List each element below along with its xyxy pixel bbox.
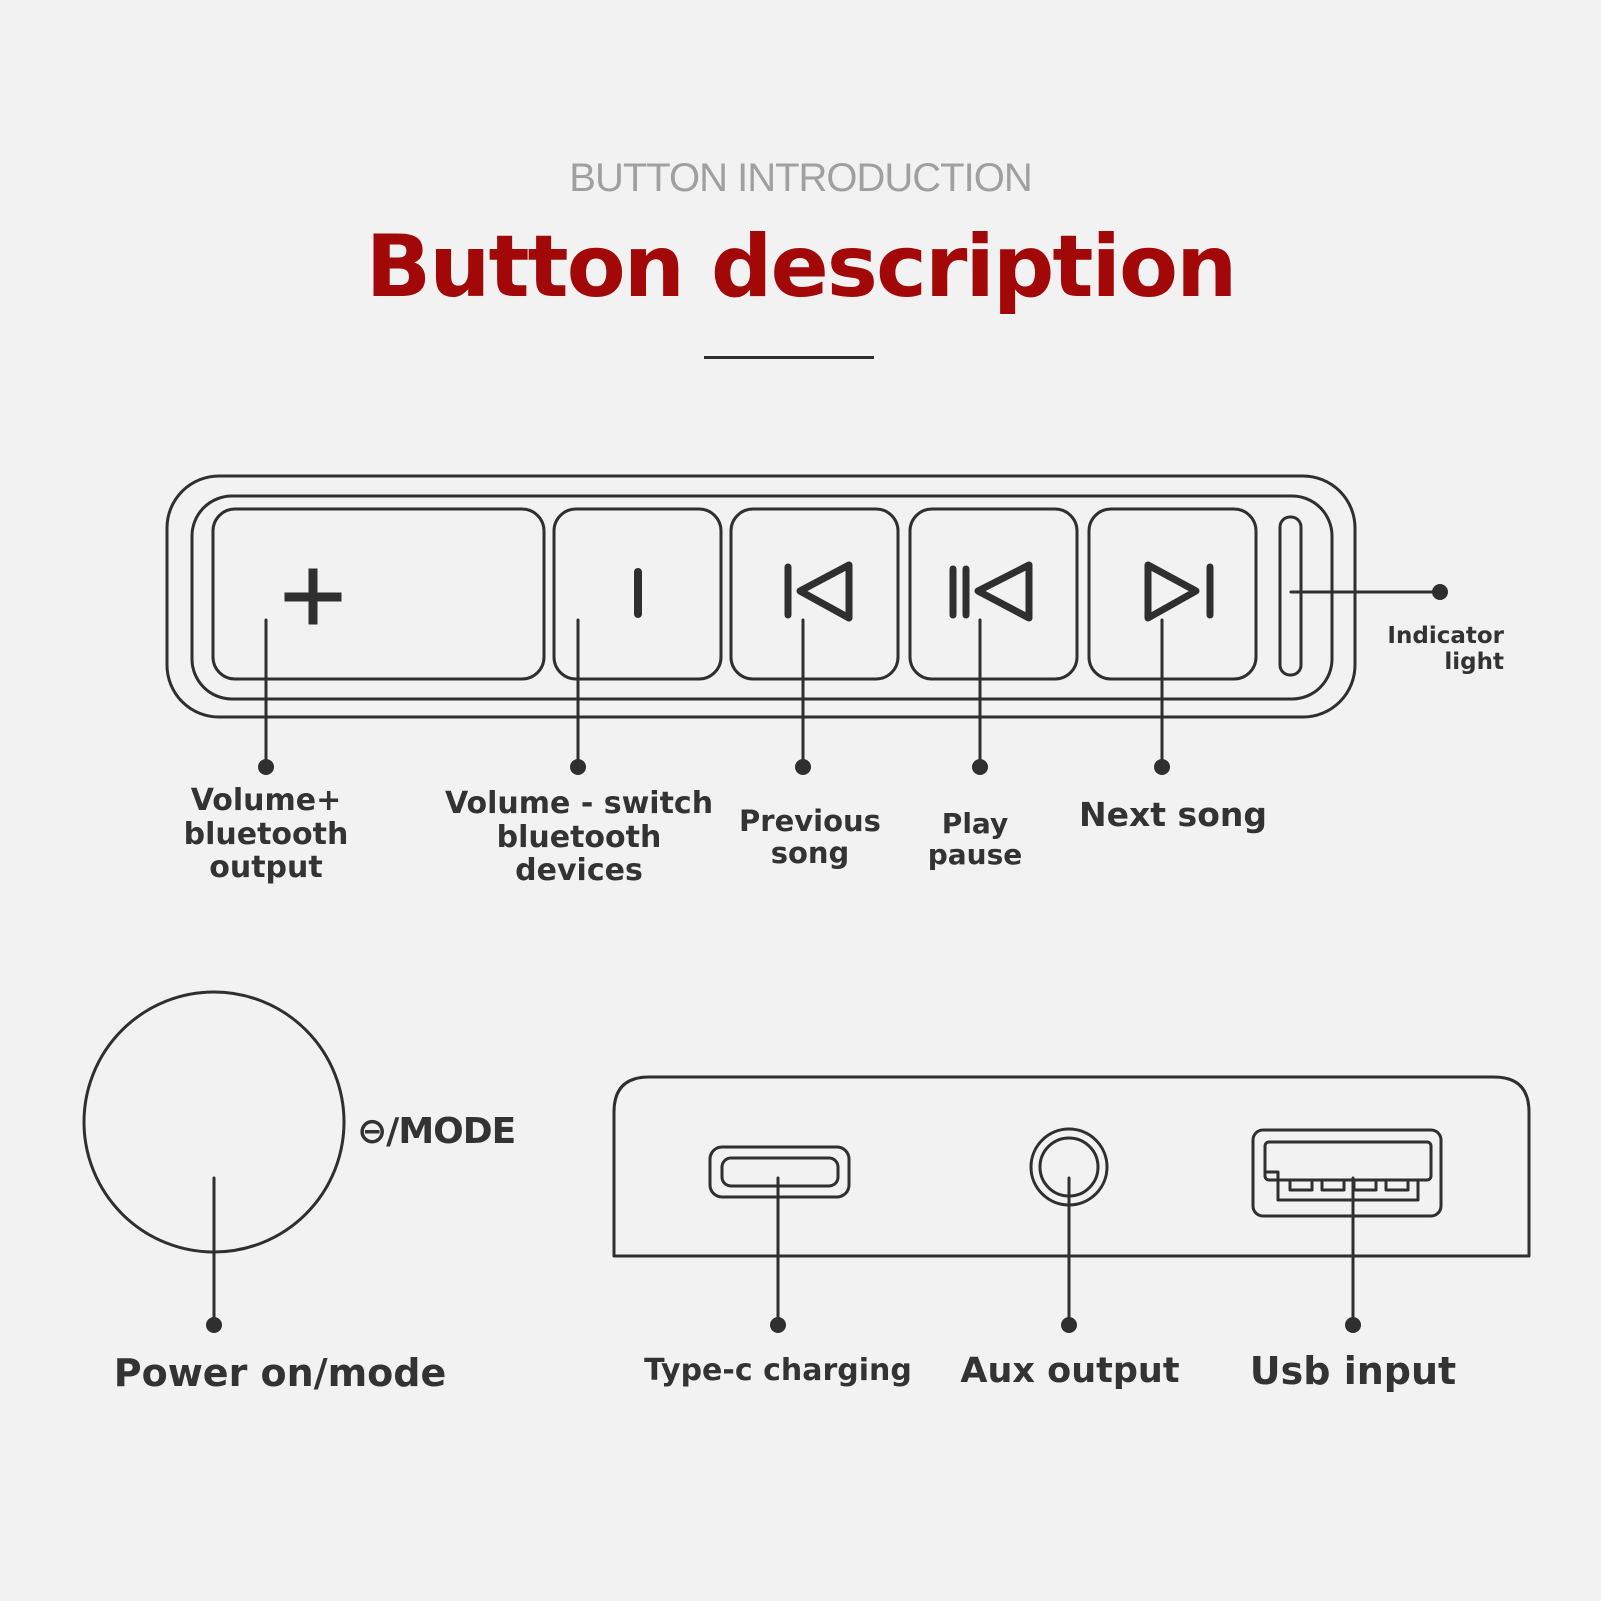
button-previous — [729, 507, 900, 681]
label-power-mode: Power on/mode — [113, 1351, 447, 1395]
label-volume-up: Volume+ bluetooth output — [183, 783, 349, 886]
control-panel-outer — [165, 474, 1357, 719]
button-volume-down — [552, 507, 723, 681]
button-next — [1087, 507, 1258, 681]
button-volume-up — [211, 507, 546, 681]
button-play-pause — [908, 507, 1079, 681]
section-kicker: BUTTON INTRODUCTION — [569, 156, 1032, 200]
label-type-c-charging: Type-c charging — [644, 1353, 912, 1388]
page-title: Button description — [365, 217, 1238, 317]
previous-track-icon — [784, 561, 853, 622]
label-volume-down: Volume - switch bluetooth devices — [444, 786, 714, 889]
usb-port-icon — [1251, 1128, 1443, 1218]
label-indicator-light: Indicator light — [1387, 623, 1504, 675]
label-previous-song: Previous song — [739, 804, 881, 871]
next-track-icon — [1144, 561, 1214, 622]
label-aux-output: Aux output — [960, 1351, 1180, 1391]
indicator-light-icon — [1278, 515, 1303, 677]
title-divider — [704, 356, 874, 359]
label-usb-input: Usb input — [1249, 1349, 1457, 1393]
label-next-song: Next song — [1079, 795, 1267, 834]
power-mode-symbol-label: ⊖/MODE — [357, 1111, 516, 1152]
play-pause-icon — [949, 561, 1033, 622]
port-panel — [612, 1075, 1531, 1258]
label-play-pause: Play pause — [927, 807, 1023, 872]
control-panel-inner — [190, 494, 1334, 701]
plus-icon — [284, 568, 342, 625]
